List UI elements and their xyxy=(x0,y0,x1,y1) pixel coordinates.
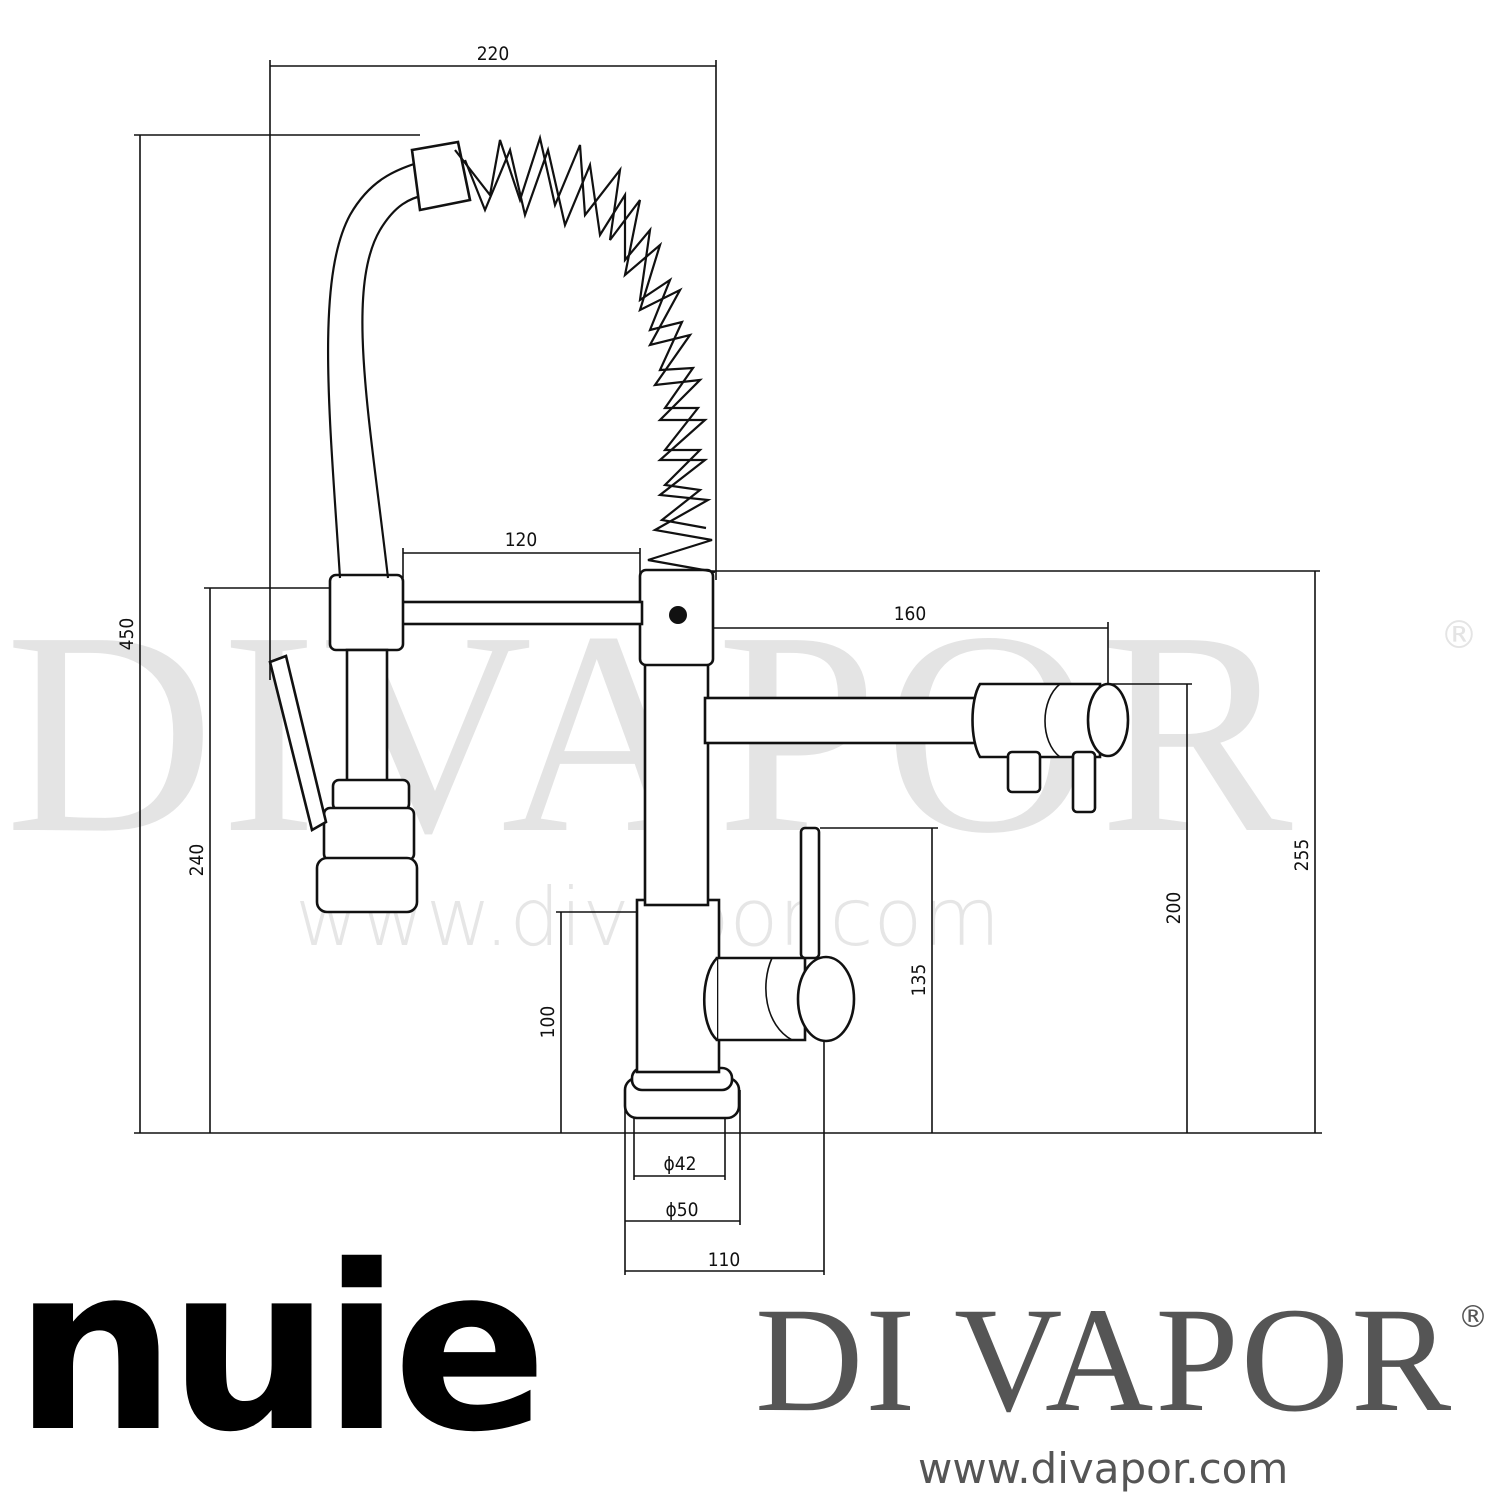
dim-label-120: 120 xyxy=(505,529,538,551)
hose-outer-left xyxy=(327,160,421,579)
filter-body-seam xyxy=(1044,683,1061,758)
filter-outlet-right xyxy=(1071,750,1097,814)
dim-label-200: 200 xyxy=(1163,892,1185,925)
dim-label-255: 255 xyxy=(1291,839,1313,872)
lever-body-back xyxy=(702,957,718,1041)
dimension-labels: 220 450 120 160 240 255 200 135 100 ϕ42 … xyxy=(116,43,1313,1271)
divapor-url: www.divapor.com xyxy=(918,1444,1289,1493)
dim-label-220: 220 xyxy=(477,43,510,65)
tap-column-upper xyxy=(643,658,710,907)
dim-label-100: 100 xyxy=(537,1006,559,1039)
divapor-logo: DI VAPOR xyxy=(755,1277,1454,1443)
filter-outlet-left xyxy=(1006,750,1042,794)
dimension-lines xyxy=(134,60,1322,1275)
sprayhead-holder xyxy=(328,573,405,652)
nuie-logo: nuie xyxy=(14,1216,547,1482)
lever-cap xyxy=(796,955,856,1043)
dim-label-phi50: ϕ50 xyxy=(665,1199,698,1221)
dim-label-450: 450 xyxy=(116,618,138,651)
dim-label-110: 110 xyxy=(708,1249,741,1271)
coil-spring xyxy=(454,133,716,574)
dim-label-240: 240 xyxy=(186,844,208,877)
sprayhead-nozzle xyxy=(315,856,419,914)
hose-fitting xyxy=(410,140,472,212)
hose-outer-right xyxy=(361,193,426,579)
filter-cap xyxy=(1086,682,1130,758)
sprayhead-trigger xyxy=(268,654,328,832)
spout-arm xyxy=(398,600,644,626)
divapor-registered-mark: ® xyxy=(1458,1300,1488,1335)
filter-body xyxy=(971,682,1102,759)
watermark-registered-mark: ® xyxy=(1440,613,1478,657)
tap-outline xyxy=(268,133,1130,1120)
lever-seam xyxy=(765,957,793,1041)
lever-body xyxy=(715,956,807,1042)
side-arm xyxy=(703,696,982,745)
dim-label-135: 135 xyxy=(908,964,930,997)
lever-stem xyxy=(799,826,821,960)
coil-spring-inner xyxy=(463,146,707,530)
dim-label-160: 160 xyxy=(894,603,927,625)
dim-label-phi42: ϕ42 xyxy=(663,1153,696,1175)
sprayhead-collar xyxy=(331,778,411,812)
sprayhead-body xyxy=(322,806,416,862)
sprayhead-shaft xyxy=(345,648,389,792)
hub-screw xyxy=(669,606,687,624)
